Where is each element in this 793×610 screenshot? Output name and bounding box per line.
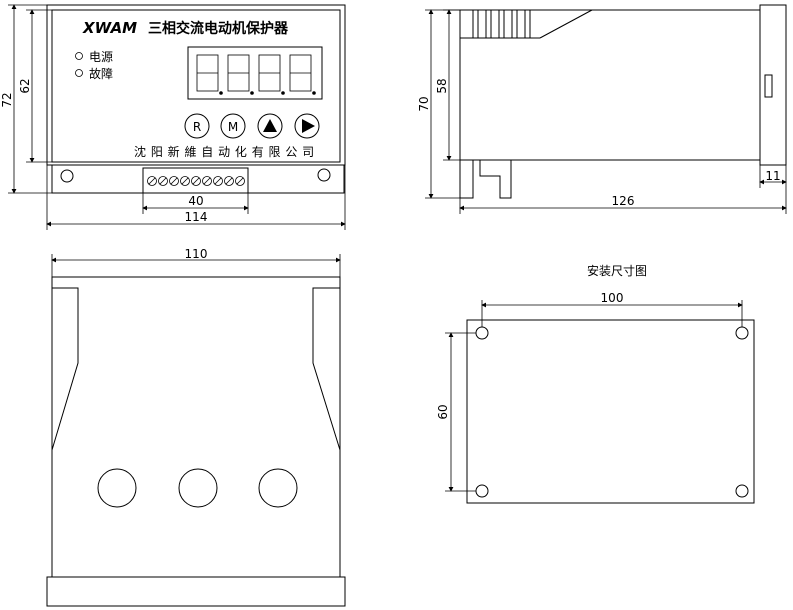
cable-hole-1 (97, 468, 137, 508)
right-button[interactable] (294, 113, 320, 139)
front-dims: 72 62 40 114 (0, 4, 346, 230)
fault-indicator-label: 故障 (89, 66, 113, 81)
seven-segment-display (187, 46, 323, 100)
top-left-slope (51, 287, 79, 451)
company-name: 沈 阳 新 維 自 动 化 有 限 公 司 (134, 144, 315, 159)
mode-button-label: M (228, 120, 238, 134)
side-ribs (460, 9, 593, 39)
mounting-dims: 100 60 (436, 291, 743, 492)
power-led-icon (75, 52, 83, 60)
mount-hole-bottom-right (735, 484, 749, 498)
dim-flange-11: 11 (765, 169, 780, 183)
cable-hole-2 (178, 468, 218, 508)
mounting-plate (466, 319, 755, 504)
triangle-right-icon (302, 119, 315, 133)
mount-hole-right (317, 168, 331, 182)
dim-depth-126: 126 (612, 194, 635, 208)
dim-height-70: 70 (417, 96, 431, 111)
dim-hole-spacing-60: 60 (436, 404, 450, 419)
dim-height-58: 58 (435, 78, 449, 93)
side-bracket (459, 160, 512, 199)
reset-button-label: R (193, 120, 201, 134)
dim-width-40: 40 (188, 194, 203, 208)
side-flange (759, 4, 787, 166)
top-base (46, 576, 346, 607)
dim-height-72: 72 (0, 92, 14, 107)
mounting-diagram: 安装尺寸图 100 60 (436, 263, 755, 504)
product-name: 三相交流电动机保护器 (148, 20, 289, 37)
mount-hole-left (60, 169, 74, 183)
top-view: 110 (46, 247, 346, 607)
cable-hole-3 (258, 468, 298, 508)
side-latch (764, 74, 773, 98)
front-panel (51, 9, 341, 163)
mode-button[interactable]: M (220, 113, 246, 139)
up-button[interactable] (257, 113, 283, 139)
side-dims: 70 58 126 11 (417, 9, 787, 214)
mounting-title: 安装尺寸图 (587, 263, 647, 278)
mount-hole-bottom-left (475, 484, 489, 498)
side-view: 70 58 126 11 (417, 4, 787, 214)
terminal-block (142, 167, 249, 194)
mount-hole-top-right (735, 326, 749, 340)
dim-hole-spacing-100: 100 (601, 291, 624, 305)
side-body (459, 9, 761, 161)
fault-led-icon (75, 69, 83, 77)
dim-width-110: 110 (185, 247, 208, 261)
front-view: XWAM 三相交流电动机保护器 电源 故障 R M (0, 4, 346, 230)
brand-label: XWAM (82, 19, 137, 37)
mount-hole-top-left (475, 326, 489, 340)
dim-height-62: 62 (18, 78, 32, 93)
top-body (51, 276, 341, 578)
top-dims: 110 (51, 247, 341, 277)
power-indicator-label: 电源 (89, 50, 113, 64)
dim-width-114: 114 (185, 210, 208, 224)
top-right-slope (312, 287, 341, 451)
triangle-up-icon (263, 119, 277, 132)
reset-button[interactable]: R (184, 113, 210, 139)
